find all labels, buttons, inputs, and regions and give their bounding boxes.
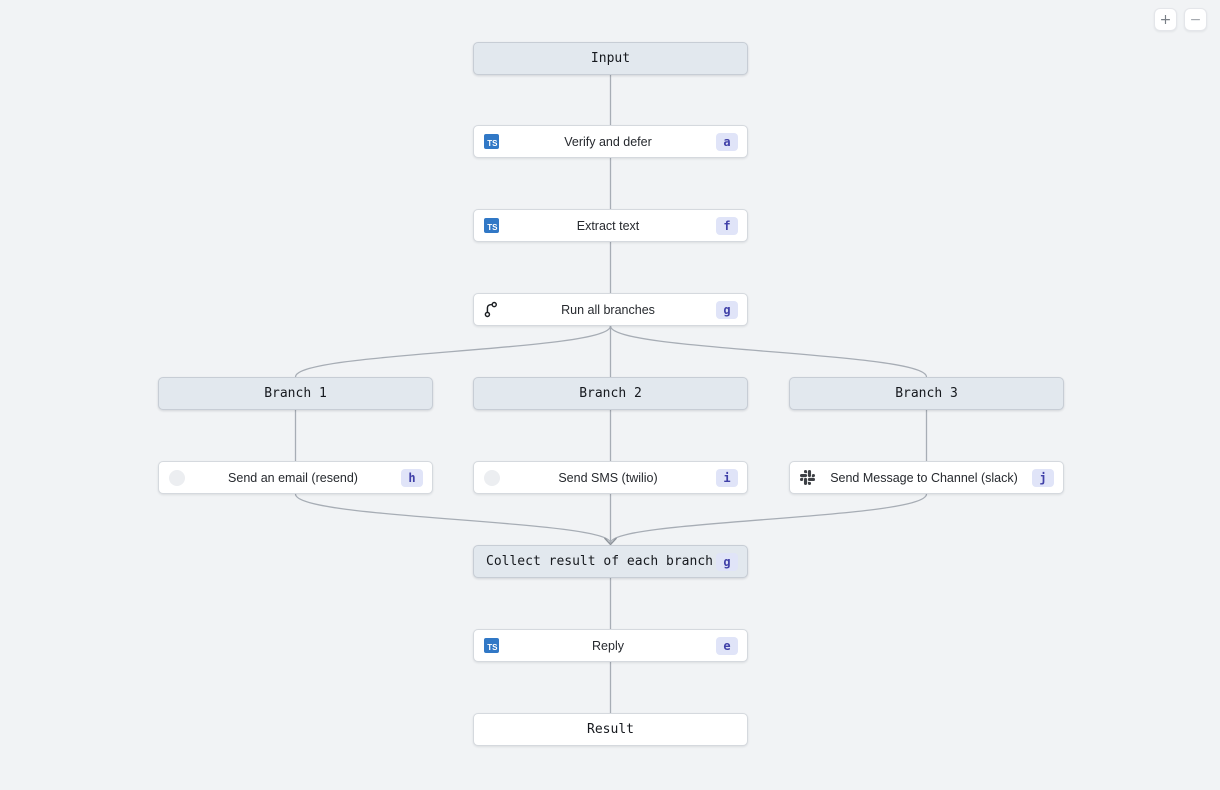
node-result[interactable]: Result [473,713,748,746]
shortcut-badge: a [716,132,738,151]
shortcut-badge: f [716,216,738,235]
twilio-icon [483,469,500,486]
typescript-icon: TS [483,637,500,654]
typescript-icon: TS [483,217,500,234]
typescript-icon: TS [483,133,500,150]
node-label: Reply [592,638,624,653]
node-branch-2[interactable]: Branch 2 [473,377,748,410]
node-label: Verify and defer [564,134,652,149]
edge-run-branch1 [294,325,612,378]
node-extract-text[interactable]: TS Extract text f [473,209,748,242]
node-send-email-resend[interactable]: Send an email (resend) h [158,461,433,494]
edge-email-collect [294,493,612,544]
node-label: Send SMS (twilio) [558,470,658,485]
node-reply[interactable]: TS Reply e [473,629,748,662]
node-verify-and-defer[interactable]: TS Verify and defer a [473,125,748,158]
node-branch-1[interactable]: Branch 1 [158,377,433,410]
node-label: Input [590,51,631,66]
node-label: Run all branches [561,302,655,317]
resend-icon [168,469,185,486]
node-label: Result [587,722,634,737]
edge-run-branch3 [609,325,928,378]
shortcut-badge: j [1032,468,1054,487]
node-run-all-branches[interactable]: Run all branches g [473,293,748,326]
node-branch-3[interactable]: Branch 3 [789,377,1064,410]
node-send-sms-twilio[interactable]: Send SMS (twilio) i [473,461,748,494]
edge-arrowhead [603,537,618,546]
shortcut-badge: i [716,468,738,487]
node-label: Extract text [576,218,640,233]
shortcut-badge: g [716,300,738,319]
shortcut-badge: h [401,468,423,487]
slack-icon [799,469,816,486]
edge-slack-collect [609,493,928,544]
node-send-message-slack[interactable]: Send Message to Channel (slack) j [789,461,1064,494]
node-label: Branch 1 [264,386,327,401]
node-input[interactable]: Input [473,42,748,75]
zoom-controls: + − [1154,8,1207,31]
node-label: Branch 2 [579,386,642,401]
node-label: Collect result of each branch [486,554,713,569]
node-collect-result[interactable]: Collect result of each branch g [473,545,748,578]
node-label: Send an email (resend) [228,470,358,485]
zoom-in-button[interactable]: + [1154,8,1177,31]
node-label: Branch 3 [895,386,958,401]
node-label: Send Message to Channel (slack) [830,470,1018,485]
git-branch-icon [483,301,500,318]
zoom-out-button[interactable]: − [1184,8,1207,31]
shortcut-badge: e [716,636,738,655]
shortcut-badge: g [716,552,738,571]
